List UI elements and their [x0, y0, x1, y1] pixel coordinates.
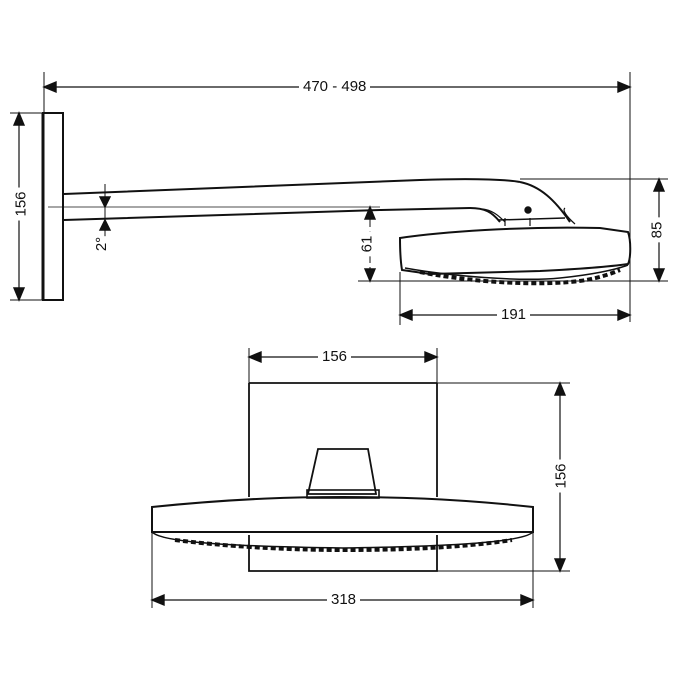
plate-width-label: 156: [318, 349, 352, 365]
overall-length-label: 470 - 498: [299, 79, 371, 95]
head-depth-label: 191: [497, 307, 531, 323]
wall-plate-height-label: 156: [13, 187, 30, 221]
head-width-label: 318: [327, 592, 361, 608]
head-offset-label: 61: [358, 231, 376, 257]
head-height-label: 85: [648, 217, 666, 243]
arm-angle-label: 2°: [93, 235, 111, 253]
plate-height-label: 156: [553, 459, 570, 493]
